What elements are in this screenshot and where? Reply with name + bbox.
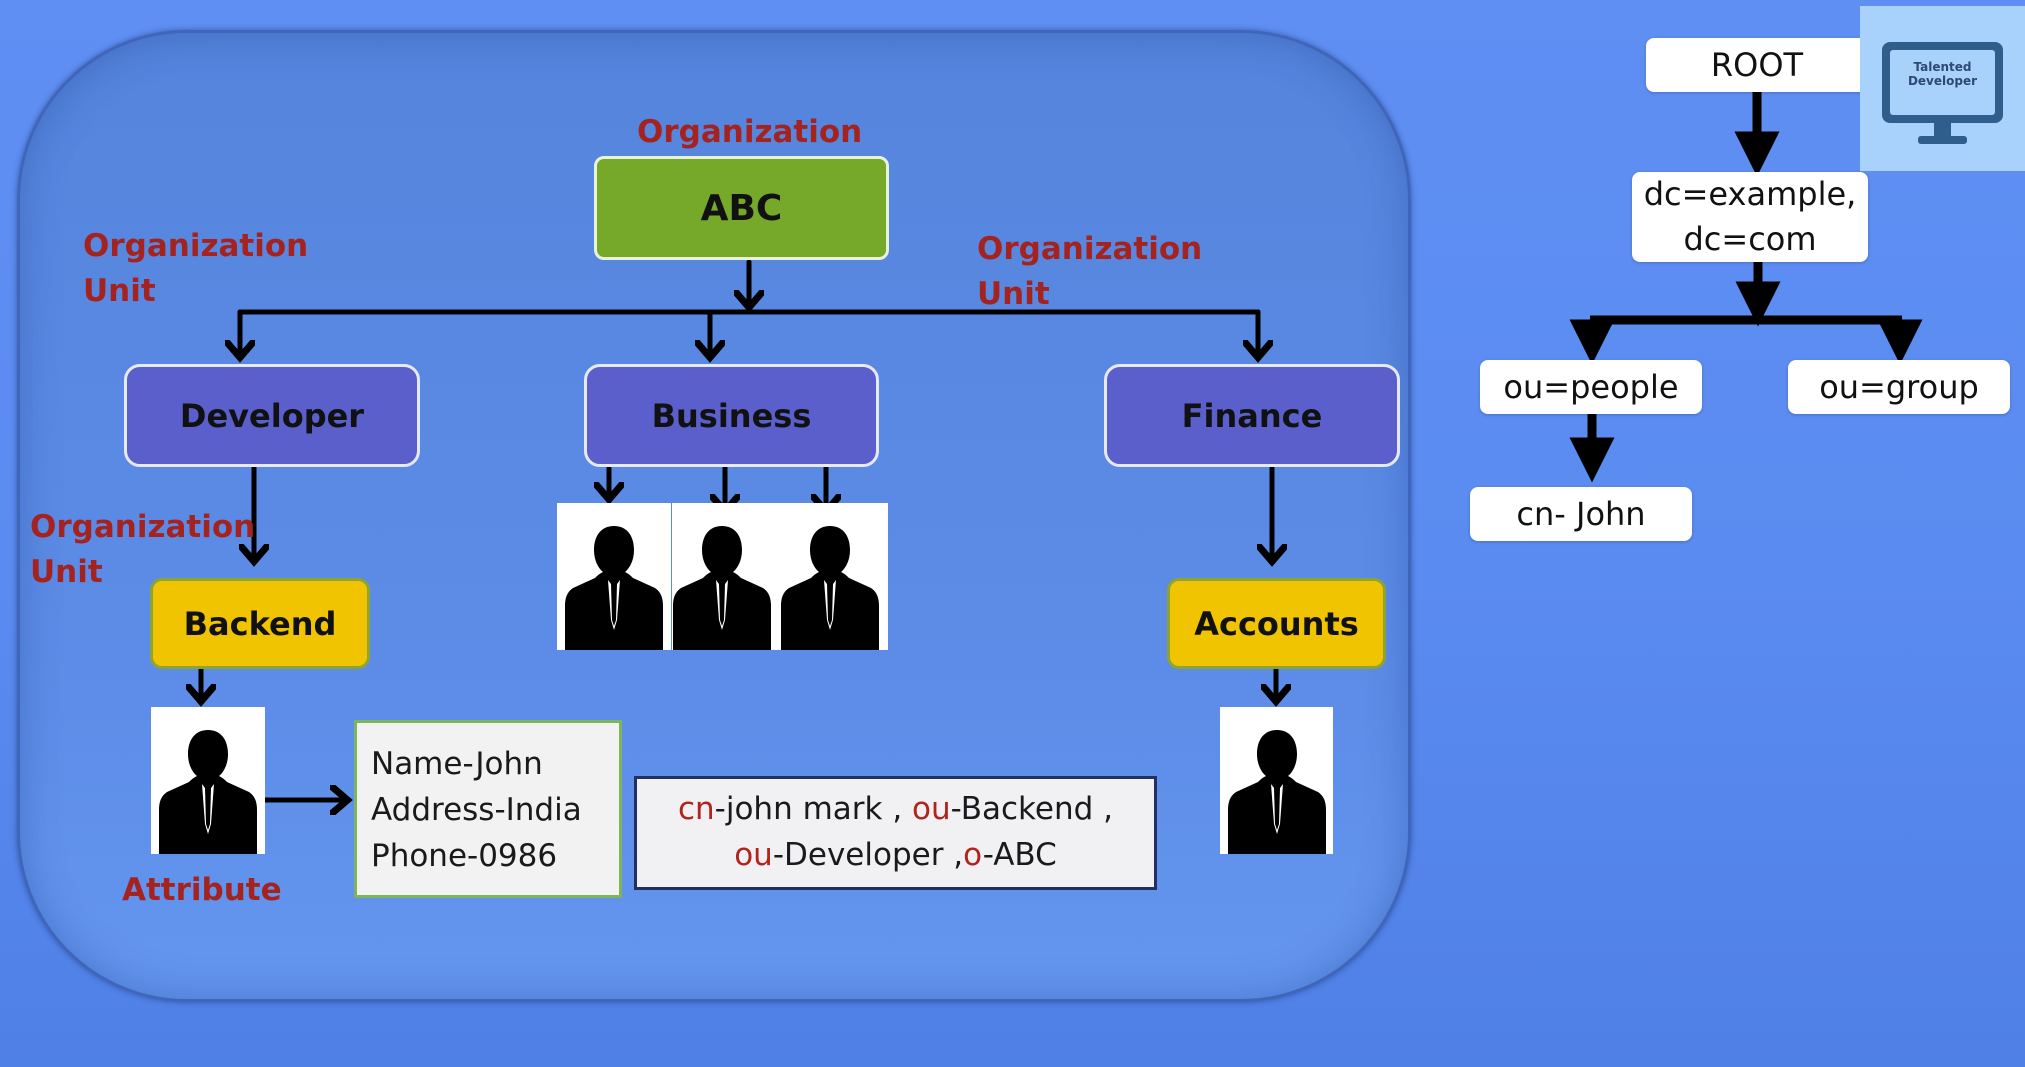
node-developer: Developer xyxy=(124,364,420,467)
node-business: Business xyxy=(584,364,879,467)
logo-line1: Talented xyxy=(1913,60,1972,74)
tree-ou-group: ou=group xyxy=(1788,360,2010,414)
tree-cn: cn- John xyxy=(1470,487,1692,541)
dn-value: -Backend , xyxy=(950,791,1114,827)
organization-label: Organization xyxy=(637,114,863,150)
dn-value: -ABC xyxy=(982,837,1057,873)
ou-label-lower: Organization Unit xyxy=(30,505,255,595)
tree-dc-line2: dc=com xyxy=(1683,220,1817,258)
tree-ou-people: ou=people xyxy=(1480,360,1702,414)
ou-label-right-line1: Organization xyxy=(977,231,1203,267)
ou-label-right: Organization Unit xyxy=(977,227,1202,317)
node-finance: Finance xyxy=(1104,364,1400,467)
ou-label-left: Organization Unit xyxy=(83,224,308,314)
attribute-phone: Phone-0986 xyxy=(371,838,558,874)
logo-line2: Developer xyxy=(1907,74,1978,88)
dn-key: cn xyxy=(677,791,715,827)
node-abc: ABC xyxy=(594,156,889,260)
dn-line1: cn-john mark , ou-Backend , xyxy=(637,786,1154,832)
person-icon xyxy=(1220,707,1333,854)
tree-dc-line1: dc=example, xyxy=(1643,175,1857,213)
dn-value: -Developer , xyxy=(772,837,964,873)
dn-value: -john mark , xyxy=(714,791,913,827)
dn-key: ou xyxy=(734,837,773,873)
ou-label-left-line2: Unit xyxy=(83,273,156,309)
person-icon xyxy=(772,503,888,650)
ou-label-lower-line1: Organization xyxy=(30,509,256,545)
attribute-address: Address-India xyxy=(371,792,582,828)
monitor-icon xyxy=(1882,42,2003,144)
dn-key: o xyxy=(963,837,983,873)
attribute-box: Name-John Address-India Phone-0986 xyxy=(354,720,622,898)
tree-root: ROOT xyxy=(1646,38,1868,92)
attribute-name: Name-John xyxy=(371,746,543,782)
person-icon xyxy=(672,503,772,650)
node-accounts: Accounts xyxy=(1167,578,1386,669)
dn-key: ou xyxy=(912,791,951,827)
ou-label-left-line1: Organization xyxy=(83,228,309,264)
ou-label-right-line2: Unit xyxy=(977,276,1050,312)
attribute-label: Attribute xyxy=(122,872,282,908)
node-backend: Backend xyxy=(150,578,370,669)
ou-label-lower-line2: Unit xyxy=(30,554,103,590)
dn-line2: ou-Developer ,o-ABC xyxy=(637,832,1154,878)
channel-logo: Talented Developer xyxy=(1860,6,2025,171)
person-icon xyxy=(557,503,671,650)
distinguished-name-box: cn-john mark , ou-Backend , ou-Developer… xyxy=(634,776,1157,890)
tree-dc: dc=example, dc=com xyxy=(1632,172,1868,262)
logo-text: Talented Developer xyxy=(1860,60,2025,88)
person-icon xyxy=(151,707,265,854)
